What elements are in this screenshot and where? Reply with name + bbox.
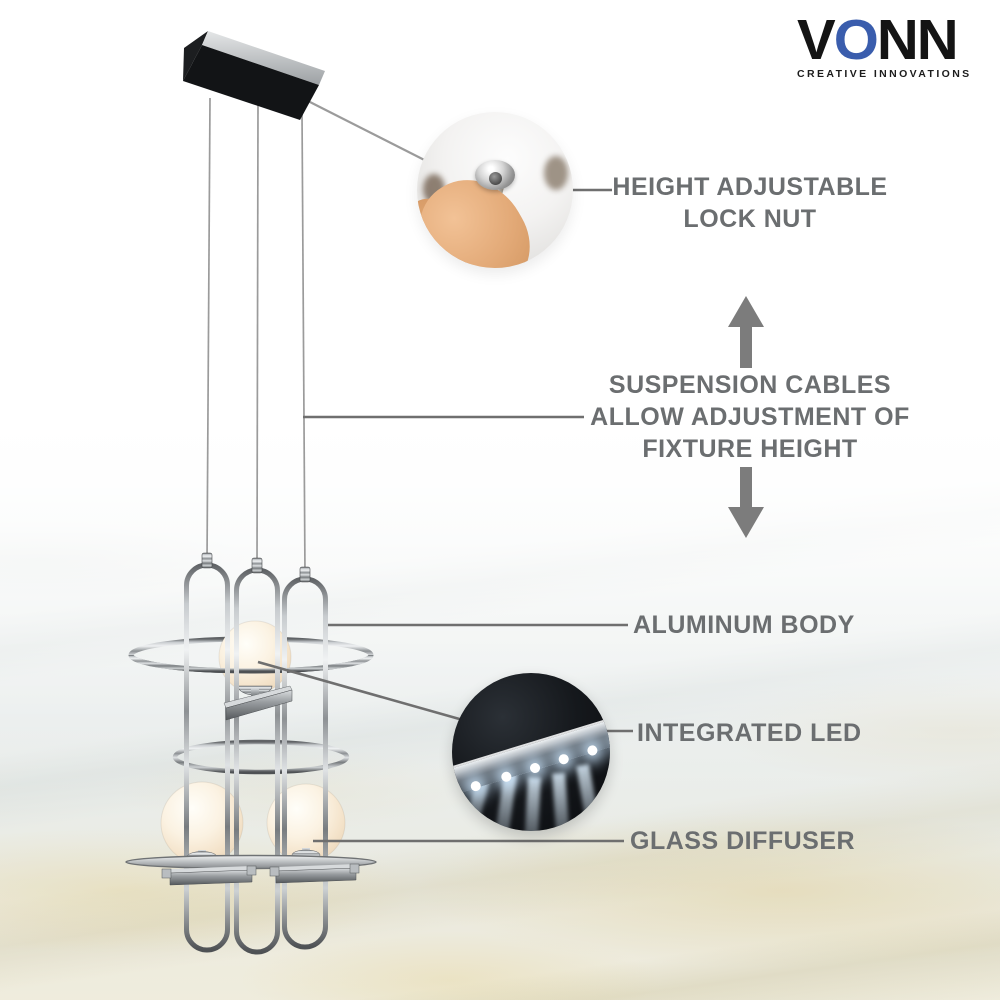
canopy-edge	[202, 31, 325, 85]
leader-line-led-diagonal	[257, 660, 471, 724]
middle-ring	[172, 739, 350, 775]
lock-nut-core	[489, 172, 502, 185]
canopy-hole-right	[544, 155, 569, 190]
callout-suspension-line3: FIXTURE HEIGHT	[642, 435, 858, 463]
canopy-side	[183, 31, 208, 81]
light-beam	[552, 772, 571, 831]
light-beam	[523, 776, 541, 831]
led-strip-photo-inset	[452, 673, 610, 831]
brand-tagline: CREATIVE INNOVATIONS	[797, 68, 972, 80]
led-bar-top-face	[276, 864, 356, 871]
lock-nut-photo-inset	[417, 112, 573, 268]
callout-suspension-line2: ALLOW ADJUSTMENT OF	[590, 403, 910, 431]
brand-letter-v: V	[797, 8, 836, 72]
canopy-underside	[183, 45, 319, 120]
ceiling-canopy	[183, 31, 325, 120]
led-bar-left	[169, 869, 253, 886]
pendant-fixture	[125, 552, 377, 955]
callout-lock-nut-line2: LOCK NUT	[683, 205, 817, 233]
callout-lock-nut: HEIGHT ADJUSTABLE LOCK NUT	[560, 171, 940, 235]
led-bar-diagonal	[225, 689, 293, 721]
bar-end-tab	[269, 866, 280, 877]
cable-clamps	[201, 552, 311, 583]
globe-stem	[251, 688, 259, 700]
led-chip	[557, 752, 570, 766]
callout-suspension: SUSPENSION CABLES ALLOW ADJUSTMENT OF FI…	[560, 369, 940, 465]
suspension-cable	[206, 97, 211, 563]
suspension-cables	[206, 97, 453, 577]
led-bar-right	[275, 867, 357, 884]
frame-right	[282, 576, 328, 950]
led-chip	[528, 761, 542, 775]
bar-end-tab	[246, 865, 257, 876]
callout-suspension-line1: SUSPENSION CABLES	[608, 371, 892, 399]
cable-clamp	[299, 566, 311, 583]
cable-clamp	[201, 552, 213, 569]
arrow-down-icon	[728, 467, 764, 538]
callout-integrated-led: INTEGRATED LED	[637, 719, 862, 747]
suspension-cable	[301, 111, 306, 577]
led-bar-top-face	[170, 866, 252, 873]
cable-clamp	[251, 557, 263, 574]
suspension-cable	[256, 104, 259, 568]
callout-glass-diffuser: GLASS DIFFUSER	[630, 827, 856, 855]
led-chip	[586, 744, 599, 757]
callout-aluminum-body: ALUMINUM BODY	[633, 611, 855, 639]
leader-lines	[257, 188, 633, 843]
brand-wordmark: VONN	[797, 12, 987, 69]
bar-end-tab	[349, 863, 360, 874]
callout-lock-nut-line1: HEIGHT ADJUSTABLE	[612, 173, 888, 201]
brand-letters-nn: NN	[876, 8, 959, 72]
brand-logo: VONN CREATIVE INNOVATIONS	[797, 12, 987, 80]
brand-letter-o: O	[833, 8, 879, 72]
frame-left	[184, 562, 230, 953]
arrow-up-icon	[728, 296, 764, 368]
top-ring-front	[128, 654, 374, 674]
bar-end-tab	[161, 868, 172, 879]
